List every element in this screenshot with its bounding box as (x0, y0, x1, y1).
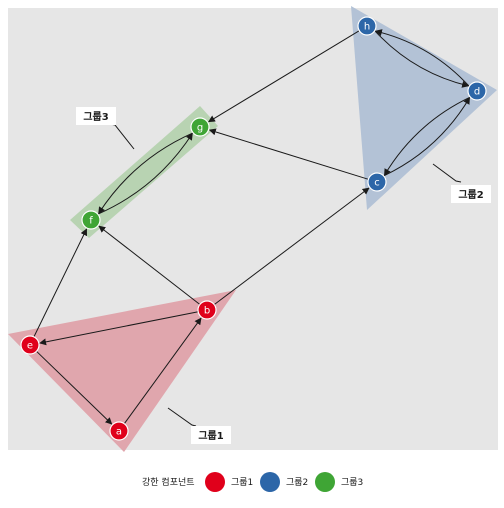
edge-h-d (374, 30, 470, 88)
node-d: d (467, 81, 487, 101)
node-circle (197, 300, 217, 320)
edge-h-g (208, 30, 360, 123)
node-c: c (367, 172, 387, 192)
edge-e-f (33, 228, 88, 338)
callout-leader-line (432, 163, 462, 183)
node-label: d (474, 87, 480, 98)
legend-item: 그룹3 (315, 472, 363, 492)
edge-d-c (383, 96, 471, 176)
edge-d-h (374, 29, 470, 87)
callout-label: 그룹3 (83, 111, 108, 123)
edge-b-e (39, 311, 199, 346)
legend-item: 그룹1 (205, 472, 253, 492)
node-label: g (197, 123, 203, 134)
node-label: c (374, 178, 380, 189)
legend: 강한 컴포넌트 그룹1 그룹2 그룹3 (142, 472, 363, 492)
callout-box (451, 185, 491, 203)
callout-label: 그룹1 (198, 430, 223, 442)
hull-g2 (351, 6, 497, 210)
hull-g1 (8, 290, 236, 452)
edge-b-c (213, 187, 370, 305)
edge-c-d (383, 97, 471, 177)
callout-leader-line (167, 407, 197, 427)
edges-layer (33, 29, 471, 425)
node-label: h (364, 22, 370, 33)
node-circle (190, 117, 210, 137)
callout-g1: 그룹1 (167, 407, 231, 444)
node-f: f (81, 210, 101, 230)
node-e: e (20, 335, 40, 355)
node-circle (109, 421, 129, 441)
node-a: a (109, 421, 129, 441)
legend-label: 그룹1 (231, 477, 253, 488)
node-label: e (27, 341, 33, 352)
node-g: g (190, 117, 210, 137)
legend-label: 그룹3 (341, 477, 363, 488)
legend-swatch (205, 472, 225, 492)
legend-item: 그룹2 (260, 472, 308, 492)
node-circle (367, 172, 387, 192)
nodes-layer: a b e c d h f g (20, 16, 487, 441)
legend-swatch (260, 472, 280, 492)
legend-label: 그룹2 (286, 477, 308, 488)
legend-swatch (315, 472, 335, 492)
node-circle (467, 81, 487, 101)
node-circle (81, 210, 101, 230)
node-circle (357, 16, 377, 36)
edge-c-g (208, 128, 369, 180)
edge-f-g (97, 132, 193, 215)
callout-box (191, 426, 231, 444)
callout-g3: 그룹3 (76, 107, 135, 150)
node-h: h (357, 16, 377, 36)
node-circle (20, 335, 40, 355)
legend-items: 그룹1 그룹2 그룹3 (205, 472, 363, 492)
node-b: b (197, 300, 217, 320)
edge-a-b (123, 317, 202, 424)
group-callouts: 그룹1 그룹2 그룹3 (76, 107, 491, 444)
edge-g-f (98, 132, 194, 215)
edge-e-a (36, 350, 113, 425)
node-label: f (89, 216, 93, 227)
legend-title: 강한 컴포넌트 (142, 476, 195, 488)
node-label: a (116, 427, 122, 438)
edge-b-f (98, 225, 201, 305)
node-label: b (204, 306, 210, 317)
callout-box (76, 107, 116, 125)
callout-label: 그룹2 (458, 189, 483, 201)
callout-g2: 그룹2 (432, 163, 491, 203)
